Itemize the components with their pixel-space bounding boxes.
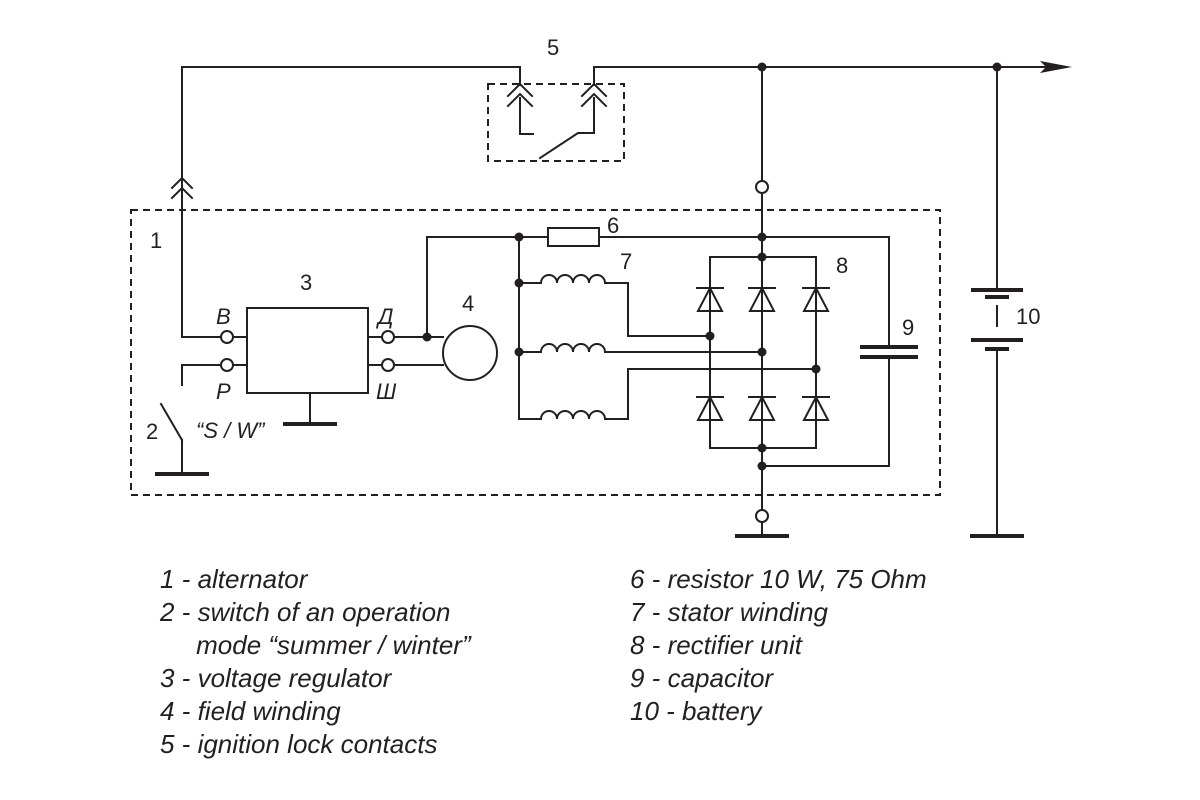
mode-switch (155, 402, 209, 476)
field-winding (393, 236, 549, 381)
terminal-p (220, 358, 234, 372)
legend-item: 9 - capacitor (630, 663, 774, 693)
label-switch-mode: “S / W” (196, 418, 266, 443)
label-1: 1 (150, 228, 162, 253)
alternator-box (130, 209, 941, 496)
label-2: 2 (146, 419, 158, 444)
label-10: 10 (1016, 304, 1040, 329)
legend-item: 6 - resistor 10 W, 75 Ohm (630, 564, 927, 594)
legend-item: 3 - voltage regulator (160, 663, 392, 693)
label-terminal-d: Д (375, 304, 394, 329)
label-5: 5 (547, 35, 559, 60)
terminal-sh (381, 358, 395, 372)
terminal-d (381, 330, 395, 344)
capacitor (761, 236, 918, 467)
label-terminal-b: В (216, 304, 231, 329)
rectifier-unit (696, 236, 830, 538)
label-4: 4 (462, 291, 474, 316)
label-9: 9 (902, 315, 914, 340)
legend-item: 4 - field winding (160, 696, 341, 726)
voltage-regulator (181, 307, 395, 426)
legend-item: 7 - stator winding (630, 597, 828, 627)
ignition-lock-box (487, 83, 625, 162)
connector-left (170, 176, 194, 338)
label-3: 3 (300, 270, 312, 295)
output-terminal (755, 180, 769, 194)
label-6: 6 (607, 213, 619, 238)
ground-terminal (755, 509, 769, 523)
label-8: 8 (836, 253, 848, 278)
battery (970, 62, 1024, 538)
resistor (514, 227, 890, 247)
label-terminal-sh: Ш (376, 379, 397, 404)
stator-winding (514, 236, 817, 420)
legend-item: mode “summer / winter” (160, 630, 471, 660)
output-feed (755, 62, 769, 238)
legend-item: 1 - alternator (160, 564, 308, 594)
label-7: 7 (620, 249, 632, 274)
legend-item: 10 - battery (630, 696, 762, 726)
terminal-b (220, 330, 234, 344)
legend-item: 8 - rectifier unit (630, 630, 802, 660)
label-terminal-p: Р (216, 379, 231, 404)
legend-item: 5 - ignition lock contacts (160, 729, 438, 759)
top-wire (181, 61, 1072, 201)
ignition-contacts (506, 82, 608, 160)
legend-item: 2 - switch of an operation (160, 597, 451, 627)
